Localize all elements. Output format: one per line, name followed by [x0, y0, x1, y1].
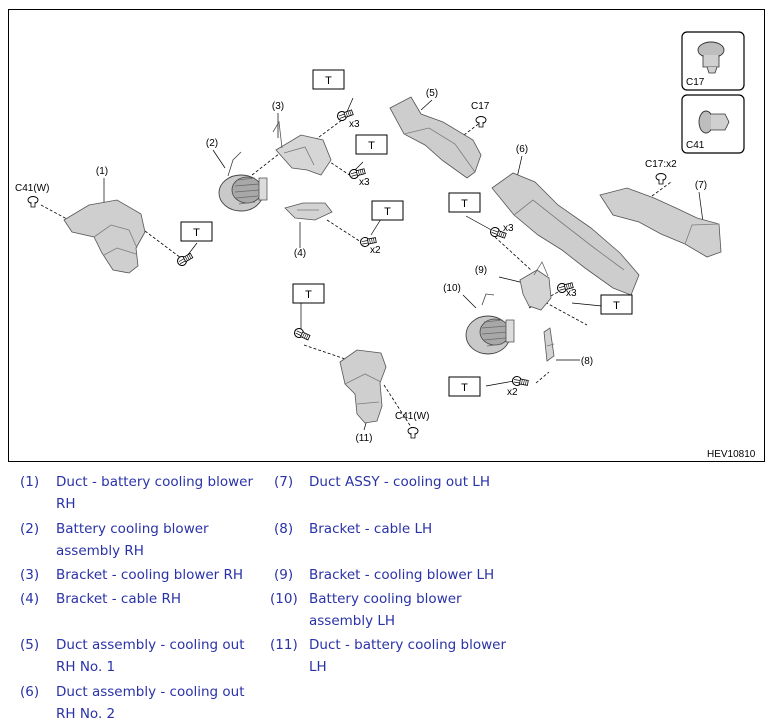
part-3-bracket-rh — [272, 120, 332, 176]
quantity-label: x3 — [566, 288, 577, 299]
quantity-label: x3 — [359, 177, 370, 188]
part-4-bracket-cable-rh — [284, 202, 333, 221]
part-9-bracket-lh — [519, 261, 552, 311]
parts-legend: (1) Duct - battery cooling blower RH (2)… — [0, 466, 774, 728]
torque-marker: T — [325, 75, 332, 87]
legend-number: (7) — [274, 474, 294, 490]
quantity-label: x3 — [349, 119, 360, 130]
callout-1: (1) — [96, 166, 108, 177]
callout-5: (5) — [426, 88, 438, 99]
legend-number: (9) — [274, 567, 294, 583]
callout-10: (10) — [443, 283, 461, 294]
legend-text: Duct ASSY - cooling out LH — [309, 474, 490, 490]
clip-label-c41w: C41(W) — [15, 183, 49, 194]
exploded-parts-diagram: T T T T T T T T x3 x3 x2 x3 x3 x2 C41(W)… — [8, 9, 765, 462]
inset-c17: C17 — [681, 31, 745, 91]
callout-6: (6) — [516, 144, 528, 155]
part-2-blower-rh — [218, 151, 268, 212]
callout-3: (3) — [272, 101, 284, 112]
legend-number: (10) — [270, 591, 298, 607]
callout-7: (7) — [695, 180, 707, 191]
legend-text: Battery cooling blower assembly LH — [309, 591, 462, 629]
legend-number: (5) — [20, 637, 40, 653]
legend-number: (11) — [270, 637, 298, 653]
quantity-label: x2 — [370, 245, 381, 256]
legend-number: (2) — [20, 521, 40, 537]
torque-marker: T — [193, 227, 200, 239]
legend-number: (8) — [274, 521, 294, 537]
diagram-canvas: T T T T T T T T x3 x3 x2 x3 x3 x2 C41(W)… — [15, 31, 756, 460]
legend-text: Bracket - cable LH — [309, 521, 433, 537]
callout-2: (2) — [206, 138, 218, 149]
part-5-duct-out-rh-1 — [389, 96, 482, 179]
legend-text: Duct assembly - cooling out RH No. 2 — [56, 684, 245, 722]
torque-marker: T — [368, 140, 375, 152]
legend-text: Bracket - cooling blower LH — [309, 567, 495, 583]
legend-number: (6) — [20, 684, 40, 700]
callout-11: (11) — [355, 433, 372, 444]
legend-text: Battery cooling blower assembly RH — [56, 521, 209, 559]
quantity-label: x3 — [503, 223, 514, 234]
part-1-duct-rh — [63, 199, 146, 274]
torque-marker: T — [461, 382, 468, 394]
clip-label-c17x2: C17:x2 — [645, 159, 677, 170]
callout-4: (4) — [294, 248, 306, 259]
part-11-duct-lh — [339, 349, 387, 424]
torque-marker: T — [461, 198, 468, 210]
callout-8: (8) — [581, 356, 593, 367]
torque-marker: T — [384, 206, 391, 218]
figure-code: HEV10810 — [707, 449, 756, 460]
legend-number: (1) — [20, 474, 40, 490]
clip-label-c17: C17 — [471, 101, 490, 112]
part-6-duct-out-rh-2 — [491, 172, 640, 296]
legend-text: Duct assembly - cooling out RH No. 1 — [56, 637, 245, 675]
clip-label-c41w: C41(W) — [395, 411, 429, 422]
legend-number: (4) — [20, 591, 40, 607]
legend-number: (3) — [20, 567, 40, 583]
inset-label-c17: C17 — [686, 77, 705, 88]
callout-9: (9) — [475, 265, 487, 276]
quantity-label: x2 — [507, 387, 518, 398]
part-10-blower-lh — [465, 293, 515, 355]
legend-text: Duct - battery cooling blower LH — [309, 637, 507, 675]
inset-c41: C41 — [681, 94, 745, 154]
part-8-bracket-cable-lh — [543, 327, 555, 362]
torque-marker: T — [305, 289, 312, 301]
legend-text: Bracket - cable RH — [56, 591, 182, 607]
inset-label-c41: C41 — [686, 140, 705, 151]
part-7-duct-out-lh — [599, 187, 722, 258]
torque-marker: T — [613, 300, 620, 312]
legend-text: Bracket - cooling blower RH — [56, 567, 244, 583]
legend-text: Duct - battery cooling blower RH — [56, 474, 254, 512]
